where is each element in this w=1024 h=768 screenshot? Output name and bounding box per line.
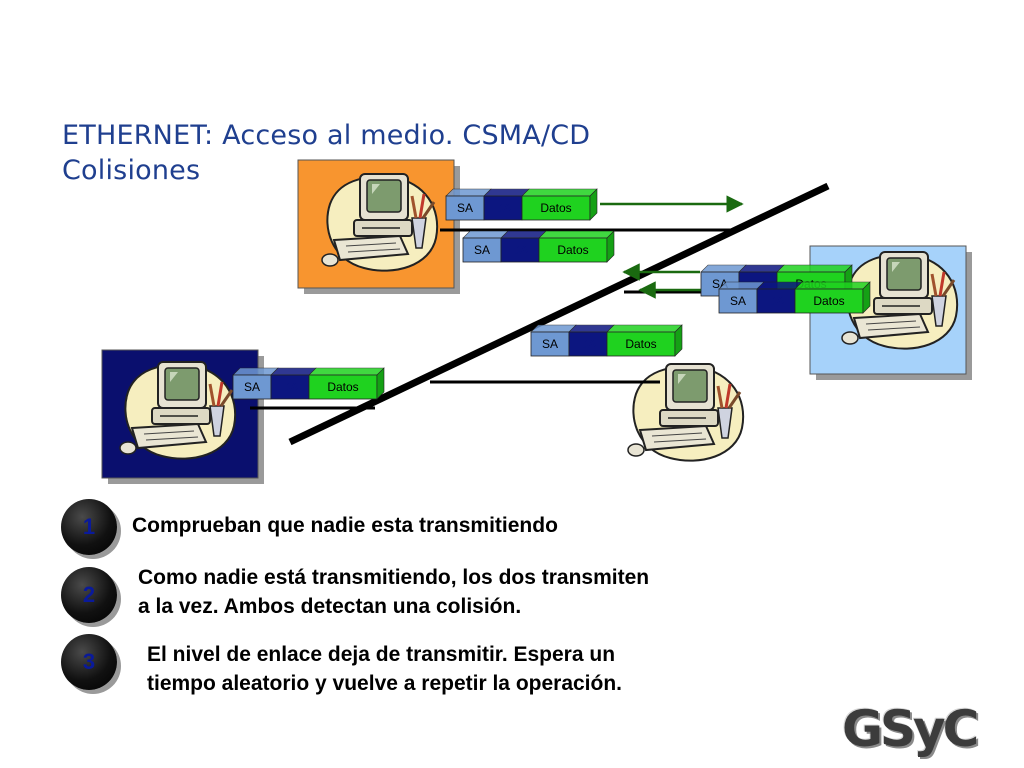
frame-label-da: DA — [768, 294, 785, 308]
slide-title: ETHERNET: Acceso al medio. CSMA/CD Colis… — [62, 118, 590, 188]
frame-label-sa: SA — [244, 380, 260, 394]
frame-label-da: DA — [580, 337, 597, 351]
frame-label-da: DA — [495, 201, 512, 215]
frame-field-datos: Datos — [606, 324, 683, 357]
step-1-badge: 1 — [61, 499, 117, 555]
frame-top-left-b: SA DA Datos — [462, 230, 615, 263]
frame-label-sa: SA — [542, 337, 558, 351]
frame-label-da: DA — [282, 380, 299, 394]
frame-field-sa: SA — [530, 324, 577, 357]
step-3-text-line-1: El nivel de enlace deja de transmitir. E… — [147, 643, 616, 666]
shared-bus-line — [288, 182, 830, 446]
frame-label-datos: Datos — [327, 380, 358, 394]
frame-label-da: DA — [512, 243, 529, 257]
frame-label-sa: SA — [474, 243, 490, 257]
frame-field-sa: SA — [718, 281, 765, 314]
frames: SADADatosSADADatosSADADatosSADADatosSADA… — [232, 188, 871, 400]
frame-top-left-a: SA DA Datos — [445, 188, 598, 221]
title-line-2: Colisiones — [62, 155, 201, 186]
step-2-badge: 2 — [61, 567, 117, 623]
frame-center: SA DA Datos — [530, 324, 683, 357]
frame-right-front: SA DA Datos — [718, 281, 871, 314]
step-2-text-line-1: Como nadie está transmitiendo, los dos t… — [138, 566, 650, 589]
frame-label-datos: Datos — [625, 337, 656, 351]
frame-field-da: DA — [270, 367, 317, 400]
step-2-text-line-2: a la vez. Ambos detectan una colisión. — [138, 595, 522, 618]
computer-icon — [118, 360, 237, 461]
station-top-left — [297, 159, 460, 294]
frame-field-datos: Datos — [308, 367, 385, 400]
frame-field-da: DA — [500, 230, 547, 263]
computer-icon — [320, 172, 439, 273]
frame-field-datos: Datos — [794, 281, 871, 314]
title-line-1: ETHERNET: Acceso al medio. CSMA/CD — [62, 120, 591, 151]
frame-field-datos: Datos — [538, 230, 615, 263]
frame-field-sa: SA — [445, 188, 492, 221]
frame-bottom-left: SA DA Datos — [232, 367, 385, 400]
step-3-badge: 3 — [61, 634, 117, 690]
step-2-text: Como nadie está transmitiendo, los dos t… — [138, 563, 649, 621]
step-3-text-line-2: tiempo aleatorio y vuelve a repetir la o… — [147, 672, 623, 695]
frame-field-sa: SA — [232, 367, 279, 400]
frame-field-sa: SA — [462, 230, 509, 263]
frame-field-da: DA — [756, 281, 803, 314]
step-3-text: El nivel de enlace deja de transmitir. E… — [147, 640, 622, 698]
step-1-text: Comprueban que nadie esta transmitiendo — [132, 514, 558, 537]
frame-label-datos: Datos — [540, 201, 571, 215]
computer-icon — [626, 362, 745, 463]
frame-label-sa: SA — [730, 294, 746, 308]
station-center — [626, 362, 745, 463]
frame-label-sa: SA — [457, 201, 473, 215]
frame-label-datos: Datos — [557, 243, 588, 257]
gsyc-logo: GSyC — [842, 700, 979, 758]
frame-label-datos: Datos — [813, 294, 844, 308]
frame-field-datos: Datos — [521, 188, 598, 221]
